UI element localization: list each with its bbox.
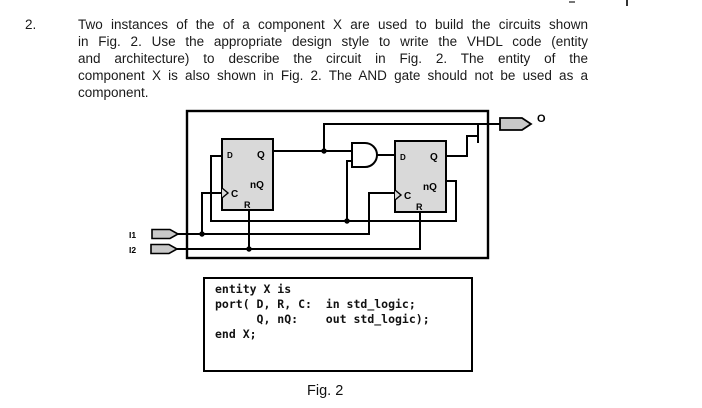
question-line: component X is also shown in Fig. 2. The… — [78, 68, 588, 83]
question-number: 2. — [25, 17, 37, 32]
ff1-pin-q: Q — [257, 150, 265, 161]
junction-dots — [199, 148, 350, 252]
ff1-pin-r: R — [244, 200, 251, 210]
wire-q2-step — [446, 135, 478, 157]
scan-artifact — [569, 1, 575, 3]
junction-dot — [199, 231, 205, 237]
ff2-pin-r: R — [416, 202, 423, 212]
wire-clock-i1 — [178, 192, 395, 235]
question-paragraph: Two instances of the of a component X ar… — [78, 16, 588, 101]
ff2-pin-d: D — [400, 153, 406, 162]
ff1-pin-c: C — [231, 189, 238, 200]
code-line: end X; — [215, 327, 257, 341]
input-connector-i1-icon — [151, 228, 180, 240]
figure-caption: Fig. 2 — [307, 383, 344, 399]
input-connector-i2-icon — [150, 243, 179, 255]
input-label-i1: I1 — [129, 230, 136, 240]
question-line: and architecture) to describe the circui… — [78, 51, 588, 66]
wire-clock-branch-c1 — [201, 192, 222, 234]
flipflop-1-box — [221, 138, 274, 211]
junction-dot — [344, 218, 350, 224]
input-label-i2: I2 — [129, 245, 136, 255]
and-gate-icon — [351, 142, 378, 168]
junction-dot — [321, 148, 327, 154]
scan-artifact — [626, 0, 628, 6]
input-connectors: I1 I2 — [129, 228, 180, 255]
circuit-boundary-box — [185, 109, 490, 260]
wire-top-to-output — [323, 123, 500, 151]
output-connector: O — [499, 113, 546, 131]
wires — [177, 123, 500, 250]
ff2-pin-q: Q — [430, 152, 438, 163]
ff2-pin-nq: nQ — [423, 182, 437, 193]
question-line: in Fig. 2. Use the appropriate design st… — [78, 34, 588, 49]
flipflop-2: D Q nQ C R — [394, 140, 447, 213]
wire-and-bottom-input — [346, 160, 352, 221]
output-label-o: O — [537, 113, 546, 125]
code-line: Q, nQ: out std_logic); — [215, 312, 430, 326]
junction-dot — [246, 246, 252, 252]
flipflop-2-box — [394, 140, 447, 213]
clock-wedge-icon — [394, 189, 403, 201]
clock-wedge-icon — [221, 187, 230, 199]
flipflop-1: D Q nQ C R — [221, 138, 274, 211]
wire-nq2-to-d1 — [210, 155, 457, 222]
entity-code-box: entity X is port( D, R, C: in std_logic;… — [203, 277, 473, 372]
output-connector-o-icon — [499, 117, 533, 131]
code-line: port( D, R, C: in std_logic; — [215, 297, 416, 311]
code-line: entity X is — [215, 282, 292, 296]
wire-reset-i2 — [177, 212, 421, 250]
question-line: component. — [78, 85, 149, 100]
ff1-pin-d: D — [227, 151, 233, 160]
question-line: Two instances of the of a component X ar… — [78, 17, 588, 32]
ff2-pin-c: C — [404, 191, 411, 202]
ff1-pin-nq: nQ — [250, 180, 264, 191]
